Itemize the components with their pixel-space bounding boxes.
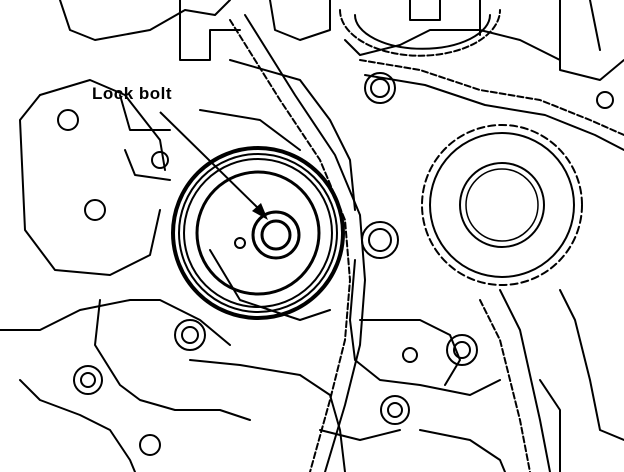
casing-bolts: [57, 91, 614, 456]
camshaft-sprocket: [421, 124, 583, 286]
upper-sprocket: [339, 9, 501, 57]
idler-pulley: [361, 72, 399, 259]
timing-belt: [229, 14, 624, 472]
pulley-hole: [234, 237, 246, 249]
tensioner-pulley: [171, 146, 345, 320]
lock-bolt-label: Lock bolt: [92, 84, 173, 103]
callout-leader: [159, 111, 268, 220]
lock-bolt: [251, 210, 301, 260]
